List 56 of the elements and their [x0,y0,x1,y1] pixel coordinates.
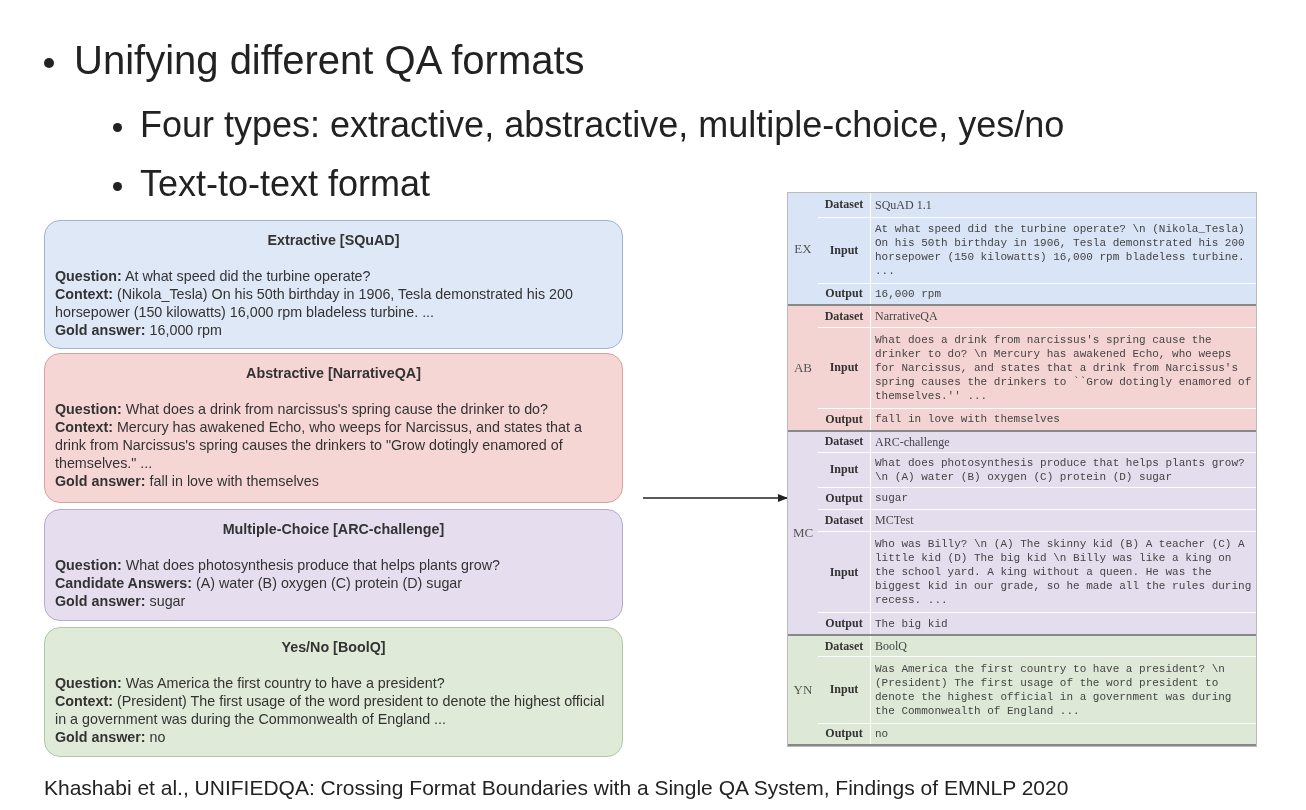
field-value: What does photosynthesis produce that helps plants grow? \n (A) water (B) oxygen (C) protein (D) sugar [870,452,1256,488]
card-title: Multiple-Choice [ARC-challenge] [221,520,446,538]
card-title: Yes/No [BoolQ] [280,638,387,656]
field-value: At what speed did the turbine operate? \n (Nikola_Tesla) On his 50th birthday in 1906, Tesla demonstrated his 200 horsepower (150 kilowatts) 16,000 rpm bladeless turbine. ... [870,217,1256,283]
example-text: Context: Mercury has awakened Echo, who weeps for Narcissus, and states that a drink from Narcissus's spring causes the drinkers to "Grow dotingly enamored of themselves." ... [55,418,583,472]
field-label: Dataset [818,430,871,453]
field-label: Output [818,723,871,745]
field-value: ARC-challenge [870,430,1256,453]
example-text: Question: What does photosynthesis produce that helps plants grow? [55,556,502,574]
example-text: Candidate Answers: (A) water (B) oxygen (C) protein (D) sugar [55,574,464,592]
card-title: Extractive [SQuAD] [266,231,401,249]
field-label: Input [818,217,871,283]
example-text: Context: (President) The first usage of the word president to denote the highest official in a government was during the Commonwealth of England ... [55,692,606,728]
field-value: SQuAD 1.1 [870,193,1256,217]
example-text: Gold answer: no [55,728,167,746]
field-label: Input [818,531,871,613]
field-label: Output [818,408,871,431]
example-card [44,509,623,621]
field-label: Output [818,283,871,305]
field-value: NarrativeQA [870,305,1256,327]
field-label: Output [818,613,871,635]
citation-text: Khashabi et al., UNIFIEDQA: Crossing Format Boundaries with a Single QA System, Findings of EMNLP 2020 [44,776,1069,800]
field-label: Dataset [818,193,871,217]
data-table [787,192,1257,747]
example-text: Question: Was America the first country to have a president? [55,674,446,692]
example-text: Gold answer: fall in love with themselves [55,472,320,490]
bullet-text: Four types: extractive, abstractive, multiple-choice, yes/no [140,104,1065,145]
field-label: Dataset [818,509,871,532]
field-value: 16,000 rpm [870,283,1256,305]
field-value: Was America the first country to have a president? \n (President) The first usage of the word president to denote the highest official in a government was during the Commonwealth of England ... [870,657,1256,723]
field-value: MCTest [870,509,1256,532]
field-label: Input [818,327,871,409]
example-text: Context: (Nikola_Tesla) On his 50th birthday in 1906, Tesla demonstrated his 200 horsepower (150 kilowatts) 16,000 rpm bladeless turbine. ... [55,285,574,321]
field-value: Who was Billy? \n (A) The skinny kid (B) A teacher (C) A little kid (D) The big kid \n Billy was like a king on the school yard. A king without a queen. He was the biggest kid in our grade, so he made all the rules during recess. ... [870,531,1256,613]
field-label: Input [818,452,871,488]
field-value: sugar [870,487,1256,510]
field-label: Dataset [818,635,871,657]
example-card [44,353,623,503]
field-value: fall in love with themselves [870,408,1256,431]
bullet-text: Text-to-text format [140,163,431,204]
example-text: Gold answer: sugar [55,592,187,610]
example-card [44,220,623,349]
field-label: Dataset [818,305,871,327]
field-value: What does a drink from narcissus's spring cause the drinker to do? \n Mercury has awakened Echo, who weeps for Narcissus, and states that a drink from Narcissus's spring causes the drinkers to ``Grow dotingly enamored of themselves.'' ... [870,327,1256,409]
example-card [44,627,623,757]
example-text: Gold answer: 16,000 rpm [55,321,223,339]
field-label: Input [818,657,871,723]
card-title: Abstractive [NarrativeQA] [245,364,422,382]
field-label: Output [818,487,871,510]
arrow [642,494,788,502]
title-text: Unifying different QA formats [74,38,585,82]
field-value: no [870,723,1256,745]
example-text: Question: At what speed did the turbine operate? [55,267,372,285]
field-value: The big kid [870,613,1256,635]
field-value: BoolQ [870,635,1256,657]
example-text: Question: What does a drink from narcissus's spring cause the drinker to do? [55,400,549,418]
